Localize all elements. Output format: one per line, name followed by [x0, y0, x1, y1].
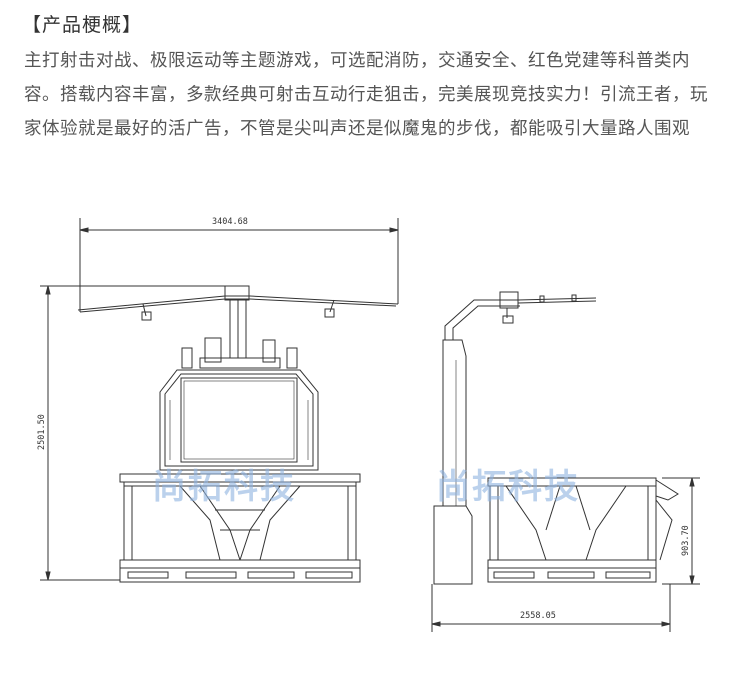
watermark-side: 尚拓科技	[436, 467, 580, 507]
dimension-side-height-label: 903.70	[681, 525, 691, 556]
dimension-height-label: 2501.50	[37, 414, 47, 450]
dimension-width-label: 3404.68	[212, 217, 248, 227]
section-heading: 【产品梗概】	[22, 14, 143, 36]
dimension-depth-label: 2558.05	[520, 611, 556, 621]
product-description: 主打射击对战、极限运动等主题游戏，可选配消防，交通安全、红色党建等科普类内容。搭…	[24, 51, 708, 139]
watermark-front: 尚拓科技	[152, 467, 296, 507]
technical-drawing: 3404.68 2501.50 2558.05 903.70 尚拓科技 尚拓科技	[37, 217, 700, 632]
